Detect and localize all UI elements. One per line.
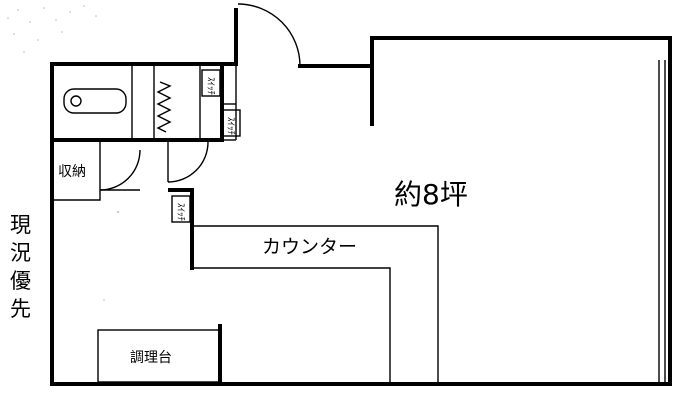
bathroom <box>50 62 237 142</box>
partition-wall <box>168 188 194 270</box>
exterior-walls <box>50 8 672 386</box>
bathroom-door <box>167 141 209 183</box>
storage-label: 収納 <box>58 164 86 180</box>
svg-text:ｽｲｯﾁ: ｽｲｯﾁ <box>175 203 186 222</box>
svg-text:ｽｲｯﾁ: ｽｲｯﾁ <box>225 117 236 136</box>
switch-icon-3: ｽｲｯﾁ <box>171 195 191 223</box>
switch-icon-2: ｽｲｯﾁ <box>221 109 241 137</box>
kitchen-label: 調理台 <box>130 350 172 366</box>
heater-coil <box>156 81 172 133</box>
scan-noise <box>7 5 119 301</box>
window-right <box>658 60 666 382</box>
storage-closet: 収納 <box>54 142 141 201</box>
bathtub <box>63 88 127 114</box>
kitchen-counter: 調理台 <box>97 324 222 386</box>
svg-text:況: 況 <box>10 241 31 265</box>
svg-text:ｽｲｯﾁ: ｽｲｯﾁ <box>205 77 216 96</box>
svg-text:先: 先 <box>10 297 31 321</box>
svg-text:現: 現 <box>10 213 31 237</box>
room-area-label: 約8坪 <box>394 178 468 211</box>
side-note: 現 況 優 先 <box>10 213 31 321</box>
svg-text:優: 優 <box>10 269 31 293</box>
counter: カウンター <box>192 225 439 382</box>
counter-label: カウンター <box>262 236 357 258</box>
switch-icon-1: ｽｲｯﾁ <box>201 69 221 97</box>
entrance-door <box>237 3 301 67</box>
